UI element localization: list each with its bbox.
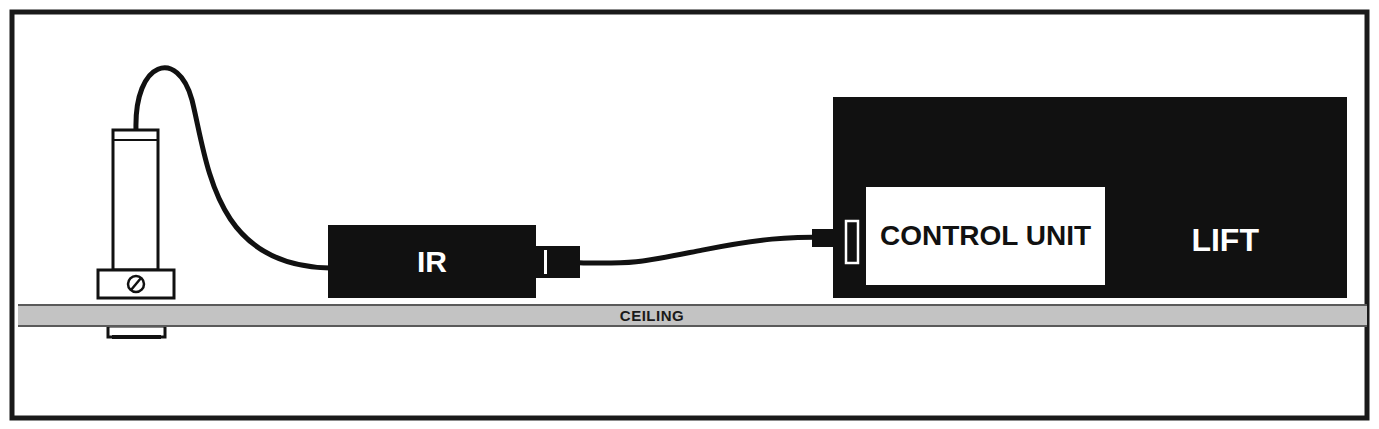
control-plug (812, 229, 846, 247)
sensor-plate (108, 326, 165, 337)
control-socket (846, 221, 858, 263)
lift-box: LIFT CONTROL UNIT (833, 97, 1347, 298)
node-label: CEILING (620, 308, 684, 323)
node-label: CONTROL UNIT (880, 222, 1091, 250)
cable (536, 237, 866, 263)
ir-box: IR (328, 225, 536, 298)
sensor-body (113, 130, 158, 270)
frame (12, 12, 1367, 418)
sensor-ring (113, 139, 158, 141)
node-label: IR (417, 247, 447, 277)
control-unit-box: CONTROL UNIT (866, 187, 1105, 285)
sensor-cable (136, 68, 330, 268)
ceiling-band: CEILING (18, 304, 1367, 327)
sensor-base (98, 270, 174, 298)
screw-slot (131, 278, 141, 290)
ir-plug-line (544, 250, 547, 274)
sensor-lens (112, 335, 161, 339)
screw (128, 276, 144, 292)
node-label: LIFT (1191, 224, 1259, 256)
ir-plug (536, 246, 580, 278)
